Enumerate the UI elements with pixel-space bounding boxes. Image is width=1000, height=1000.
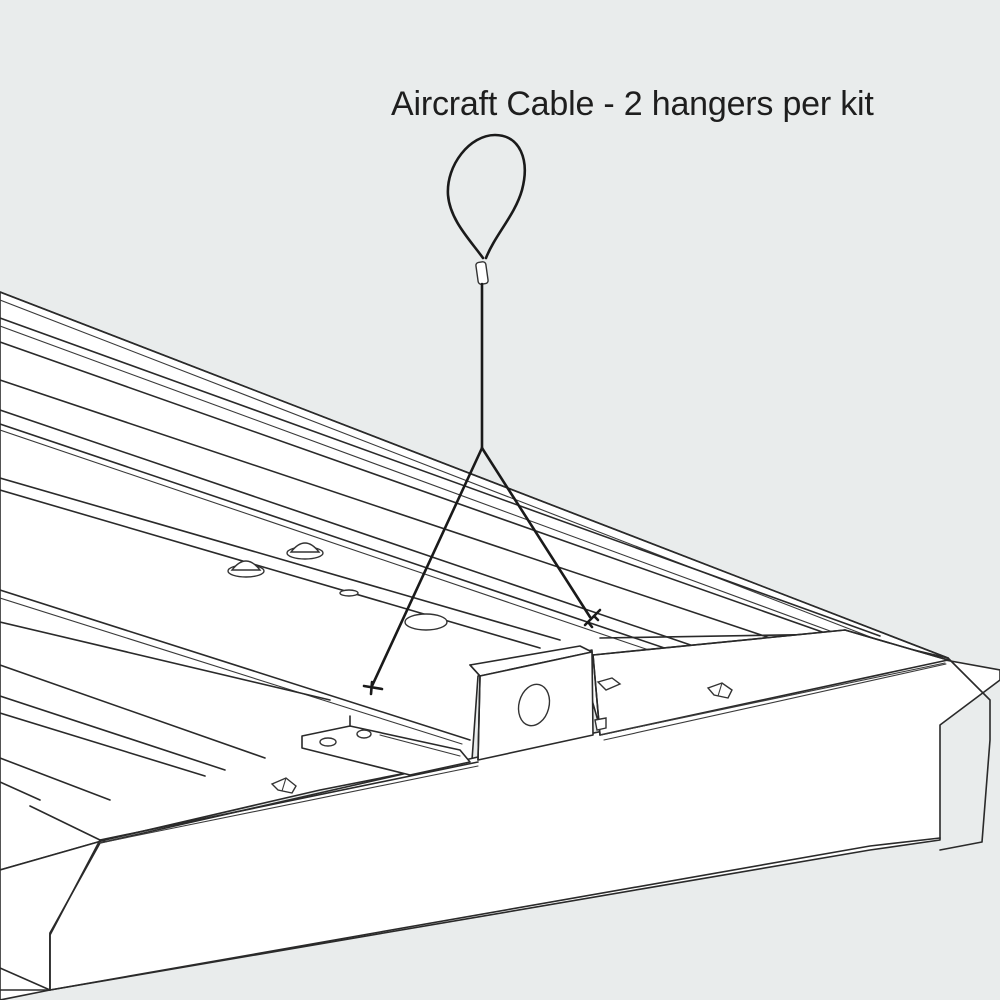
channel-details	[227, 542, 448, 631]
diagram-caption: Aircraft Cable - 2 hangers per kit	[391, 85, 874, 123]
end-cap	[0, 633, 1000, 1000]
fixture-body	[0, 291, 949, 871]
hook-right	[583, 608, 602, 629]
mounting-bracket	[270, 715, 471, 794]
driver-box	[469, 645, 594, 761]
right-panel	[592, 629, 949, 736]
aircraft-cable	[362, 133, 602, 696]
ferrule	[475, 261, 489, 285]
hook-left	[362, 680, 384, 696]
cable-loop	[446, 133, 526, 260]
